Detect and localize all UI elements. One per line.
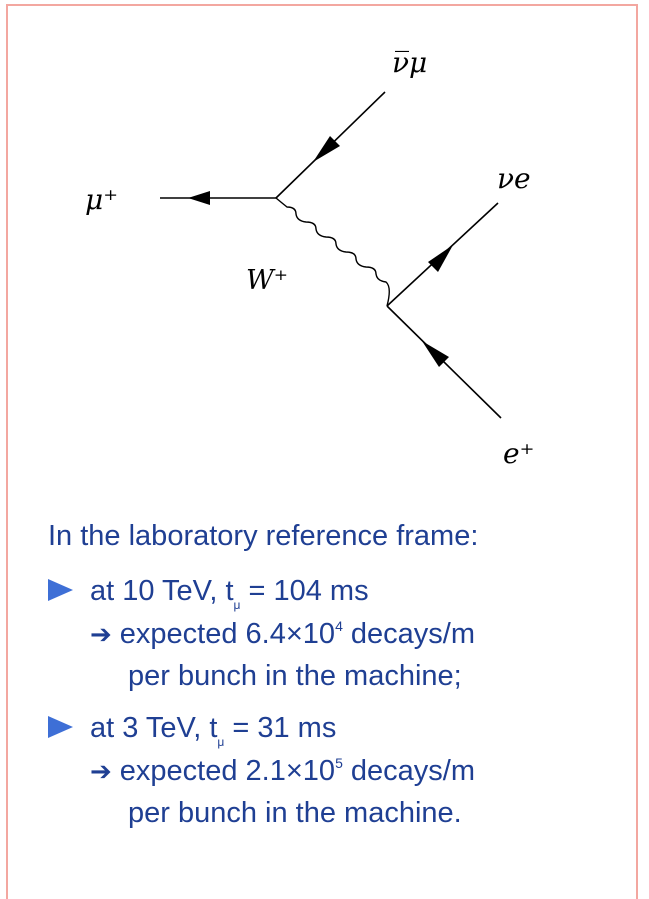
triangle-bullet-icon — [48, 579, 73, 601]
bullet-10tev: at 10 TeV, tμ = 104 ms ➔expected 6.4×104… — [48, 572, 628, 695]
triangle-bullet-icon — [48, 716, 73, 738]
label-mu-plus: μ⁺ — [85, 183, 118, 216]
muon-arrow — [188, 191, 210, 205]
positron-arrow — [422, 341, 449, 367]
page-frame — [6, 4, 638, 899]
label-e-plus: e⁺ — [503, 437, 534, 470]
label-w-plus: W⁺ — [246, 265, 288, 296]
nubar-mu-arrow — [313, 136, 340, 162]
label-nu-e: νe — [497, 162, 531, 195]
label-nubar-mu: ν̅μ — [392, 46, 427, 79]
w-boson-line — [275, 197, 390, 307]
frame-heading: In the laboratory reference frame: — [48, 520, 479, 552]
right-arrow-icon: ➔ — [90, 620, 112, 650]
bullet-10tev-headline: at 10 TeV, tμ = 104 ms — [90, 575, 369, 612]
bullet-3tev: at 3 TeV, tμ = 31 ms ➔expected 2.1×105 d… — [48, 709, 628, 832]
feynman-diagram: ν̅μ μ⁺ νe W⁺ e⁺ — [85, 46, 534, 470]
bullet-10tev-detail: ➔expected 6.4×104 decays/m per bunch in … — [90, 618, 476, 692]
bullet-3tev-headline: at 3 TeV, tμ = 31 ms — [90, 712, 337, 749]
text-content: In the laboratory reference frame: at 10… — [48, 518, 628, 846]
right-arrow-icon: ➔ — [90, 757, 112, 787]
bullet-3tev-detail: ➔expected 2.1×105 decays/m per bunch in … — [90, 755, 476, 829]
nu-e-arrow — [428, 245, 453, 272]
